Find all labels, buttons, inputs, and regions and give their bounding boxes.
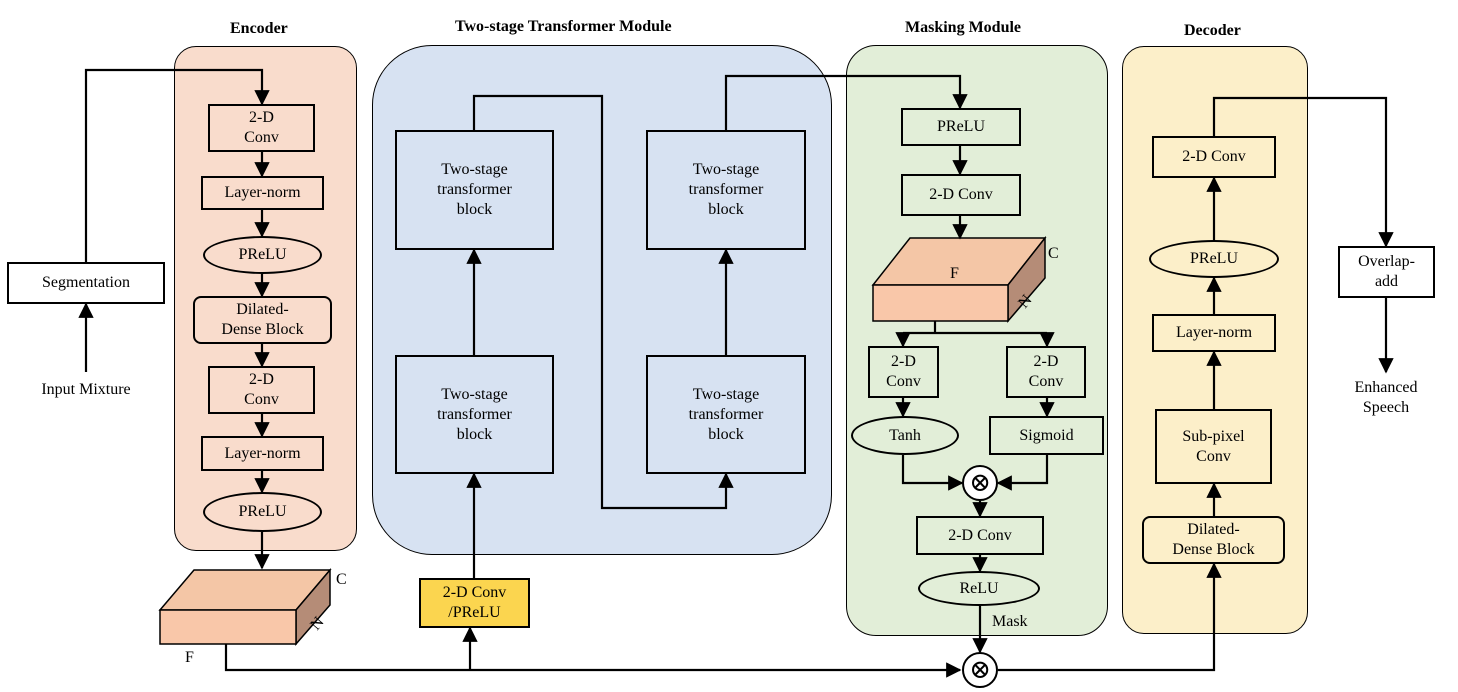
encoder-tensor bbox=[158, 567, 332, 647]
masking-panel bbox=[846, 45, 1108, 636]
encoder-dilated-dense-block: Dilated- Dense Block bbox=[193, 296, 332, 344]
encoder-conv2: 2-D Conv bbox=[208, 366, 315, 414]
decoder-conv: 2-D Conv bbox=[1152, 136, 1276, 178]
encoder-title: Encoder bbox=[230, 20, 288, 37]
decoder-title: Decoder bbox=[1184, 22, 1241, 39]
mask-conv-out: 2-D Conv bbox=[916, 516, 1044, 555]
mask-conv: 2-D Conv bbox=[901, 174, 1021, 216]
transformer-block-lower-right: Two-stage transformer block bbox=[646, 355, 806, 474]
decoder-layernorm: Layer-norm bbox=[1152, 314, 1276, 352]
masking-title: Masking Module bbox=[905, 19, 1022, 36]
segmentation-block: Segmentation bbox=[7, 262, 165, 304]
conv-prelu-block: 2-D Conv /PReLU bbox=[419, 578, 530, 628]
encoder-tensor-f-label: F bbox=[185, 649, 194, 666]
mask-tensor-f-label: F bbox=[950, 265, 959, 282]
encoder-prelu1: PReLU bbox=[203, 236, 322, 274]
encoder-prelu2: PReLU bbox=[203, 492, 322, 532]
transformer-title: Two-stage Transformer Module bbox=[455, 18, 672, 35]
input-mixture-label: Input Mixture bbox=[41, 381, 131, 398]
mask-conv-right: 2-D Conv bbox=[1006, 346, 1086, 398]
mask-label: Mask bbox=[992, 613, 1028, 630]
output-multiply-icon: ⊗ bbox=[962, 652, 998, 688]
encoder-conv1: 2-D Conv bbox=[208, 104, 315, 152]
mask-prelu: PReLU bbox=[901, 108, 1021, 146]
transformer-block-upper-right: Two-stage transformer block bbox=[646, 130, 806, 250]
encoder-layernorm2: Layer-norm bbox=[201, 436, 324, 471]
mask-tensor-c-label: C bbox=[1048, 245, 1059, 262]
encoder-tensor-c-label: C bbox=[336, 571, 347, 588]
encoder-layernorm1: Layer-norm bbox=[201, 176, 324, 210]
mask-tanh: Tanh bbox=[851, 416, 959, 455]
mask-conv-left: 2-D Conv bbox=[868, 346, 939, 398]
decoder-subpixel-conv: Sub-pixel Conv bbox=[1155, 409, 1272, 484]
mask-sigmoid: Sigmoid bbox=[989, 416, 1104, 455]
mask-tensor bbox=[871, 235, 1047, 324]
decoder-prelu: PReLU bbox=[1149, 240, 1279, 278]
decoder-dilated-dense-block: Dilated- Dense Block bbox=[1142, 516, 1285, 564]
mask-relu: ReLU bbox=[918, 571, 1040, 606]
enhanced-speech-label: Enhanced Speech bbox=[1354, 379, 1418, 416]
overlap-add-block: Overlap- add bbox=[1338, 246, 1435, 298]
mask-multiply-icon: ⊗ bbox=[962, 465, 998, 501]
transformer-block-lower-left: Two-stage transformer block bbox=[395, 355, 554, 474]
transformer-block-upper-left: Two-stage transformer block bbox=[395, 130, 554, 250]
